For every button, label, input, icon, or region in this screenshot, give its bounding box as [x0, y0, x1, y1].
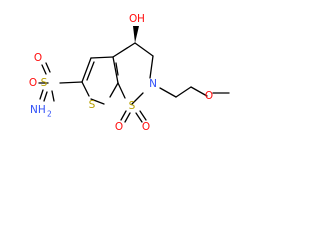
sulfonamide-sulfur-label: S [41, 77, 48, 89]
sulfonamide-oxygen-top-label: O [34, 52, 42, 64]
hydroxyl-hydrogen-label: H [137, 13, 145, 25]
wedge-bond [133, 26, 139, 43]
molecule-structure: O H S O O NH 2 S S O O N O [29, 13, 230, 133]
sulfonamide-nitrogen-label: NH [30, 104, 46, 116]
thiophene-sulfur-label: S [89, 99, 96, 111]
sulfonamide-nitrogen-subscript: 2 [47, 110, 52, 119]
bond-lines [38, 26, 230, 123]
sulfone-oxygen-left-label: O [115, 121, 123, 133]
sulfone-oxygen-right-label: O [142, 121, 150, 133]
sulfonamide-oxygen-left-label: O [29, 77, 37, 89]
ether-oxygen-label: O [205, 90, 213, 102]
hydroxyl-oxygen-label: O [129, 13, 137, 25]
atom-labels: O H S O O NH 2 S S O O N O [29, 13, 213, 133]
ring-nitrogen-label: N [149, 78, 157, 90]
sulfone-sulfur-label: S [129, 100, 136, 112]
